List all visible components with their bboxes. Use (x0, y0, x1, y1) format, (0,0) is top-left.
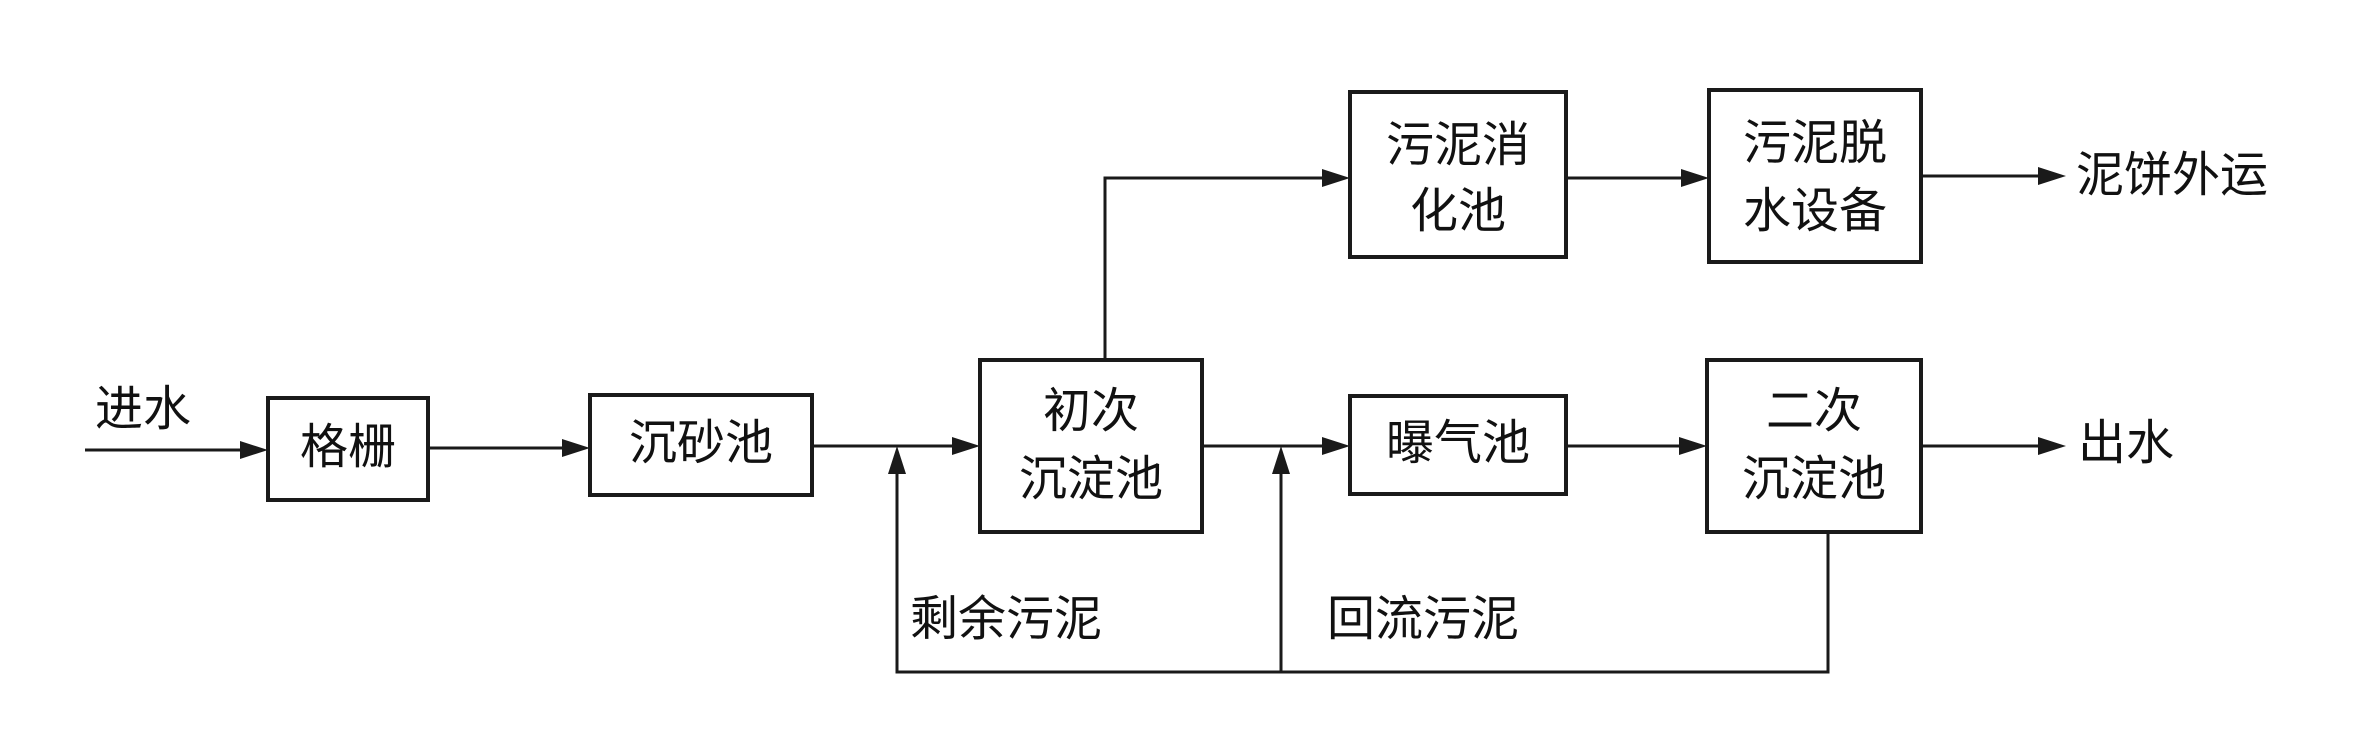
screen-box (266, 396, 430, 502)
sludge-digester-box (1348, 90, 1568, 259)
primary-to-digester-line (1103, 176, 1328, 360)
arrowhead-digester-to-dewatering (1681, 169, 1709, 187)
excess-sludge-label: 剩余污泥 (910, 591, 1102, 647)
arrowhead-inlet-to-screen (240, 441, 268, 459)
arrowhead-secondary-to-outlet (2038, 437, 2066, 455)
sludge-cake-disposal-label: 泥饼外运 (2076, 147, 2268, 203)
grit-chamber-label: 沉砂池 (629, 415, 773, 471)
arrowhead-excess-sludge-up (888, 446, 906, 474)
sludge-return-loop-line (895, 470, 1830, 674)
arrowhead-dewatering-to-cake (2038, 167, 2066, 185)
dewatering-equipment-label-line1: 污泥脱 (1743, 115, 1887, 171)
sludge-digester-label-line2: 化池 (1410, 183, 1506, 239)
secondary-clarifier-box (1705, 358, 1923, 534)
return-sludge-label: 回流污泥 (1327, 591, 1519, 647)
outlet-label: 出水 (2078, 415, 2174, 471)
arrowhead-return-sludge-up (1272, 446, 1290, 474)
arrowhead-aeration-to-secondary (1679, 437, 1707, 455)
secondary-clarifier-label-line1: 二次 (1766, 383, 1862, 439)
arrowhead-primary-to-digester (1322, 169, 1350, 187)
secondary-clarifier-label-line2: 沉淀池 (1742, 451, 1886, 507)
arrowhead-screen-to-grit (562, 439, 590, 457)
sludge-digester-label-line1: 污泥消 (1386, 117, 1530, 173)
screen-label: 格栅 (300, 419, 396, 475)
primary-clarifier-label-line1: 初次 (1043, 383, 1139, 439)
primary-clarifier-box (978, 358, 1204, 534)
dewatering-equipment-box (1707, 88, 1923, 264)
grit-chamber-box (588, 393, 814, 497)
arrowhead-grit-to-primary (952, 437, 980, 455)
arrowhead-primary-to-aeration (1322, 437, 1350, 455)
aeration-tank-label: 曝气池 (1386, 415, 1530, 471)
primary-clarifier-label-line2: 沉淀池 (1019, 451, 1163, 507)
dewatering-equipment-label-line2: 水设备 (1743, 183, 1887, 239)
inlet-label: 进水 (95, 381, 191, 437)
